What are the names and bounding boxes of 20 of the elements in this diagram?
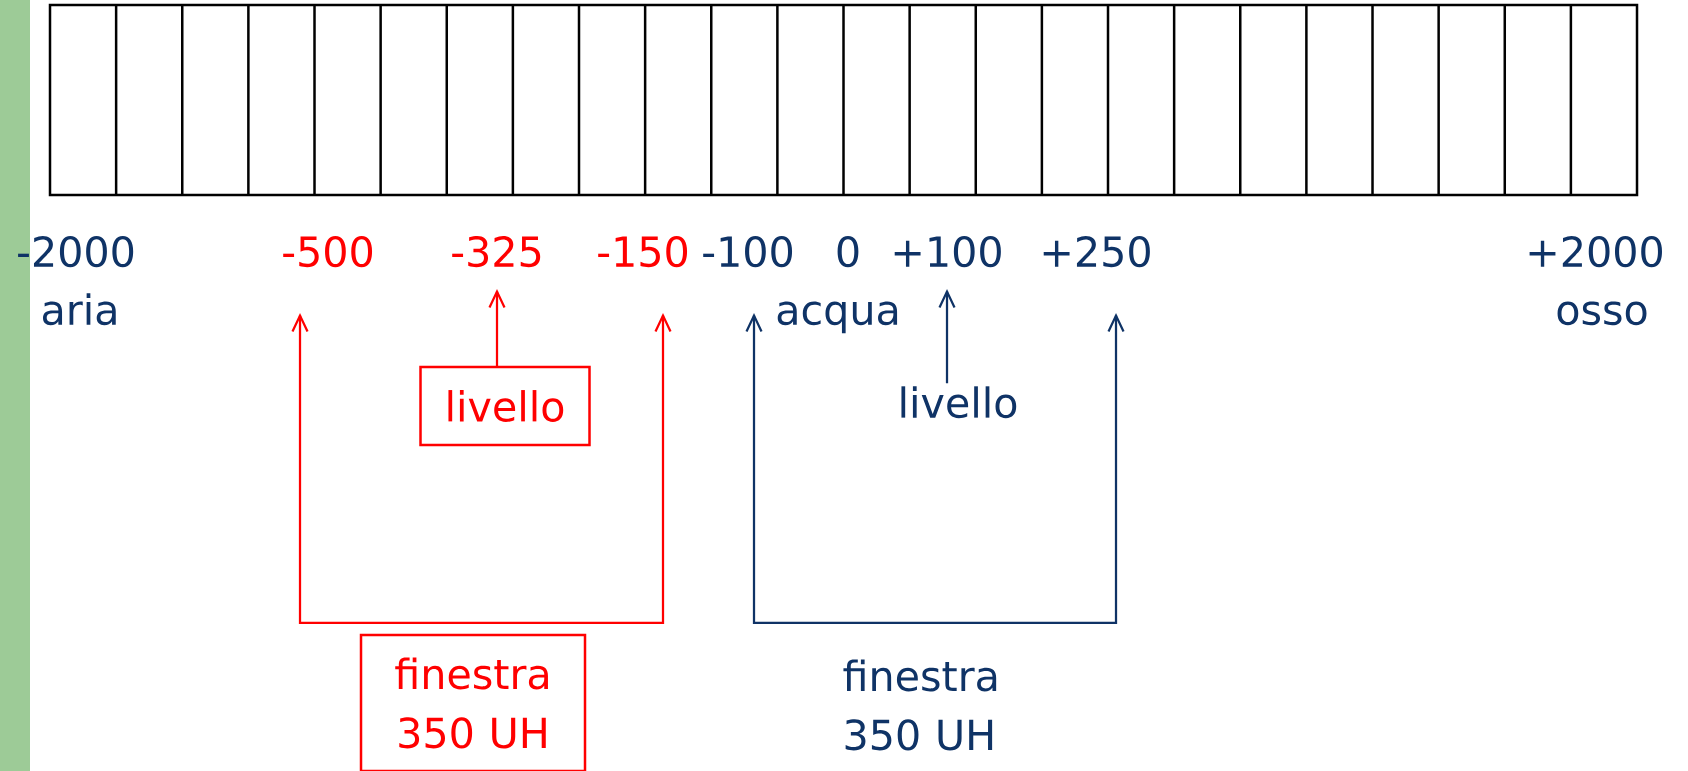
scale-value: -2000 (18, 236, 134, 268)
scale-value: -100 (703, 236, 793, 268)
bracket-arrow (745, 312, 1125, 624)
level-text: livello (901, 386, 1017, 419)
bracket-arrow (291, 312, 672, 624)
scale-value: -150 (598, 236, 688, 268)
material-label: aria (43, 293, 116, 326)
window-text: finestra 350 UH (843, 659, 997, 751)
material-label: osso (1557, 301, 1647, 326)
window-box: finestra 350 UH (359, 633, 587, 771)
arrow (488, 288, 506, 367)
scale-value: +2000 (1529, 236, 1662, 268)
arrow (938, 288, 956, 384)
scale-value: +250 (1043, 236, 1150, 268)
scale-value: 0 (837, 236, 859, 268)
scale-value: +100 (894, 236, 1001, 268)
scale-value: -325 (452, 236, 541, 268)
material-label: acqua (777, 301, 898, 334)
level-box: livello (419, 365, 591, 447)
scale-value: -500 (283, 236, 373, 268)
